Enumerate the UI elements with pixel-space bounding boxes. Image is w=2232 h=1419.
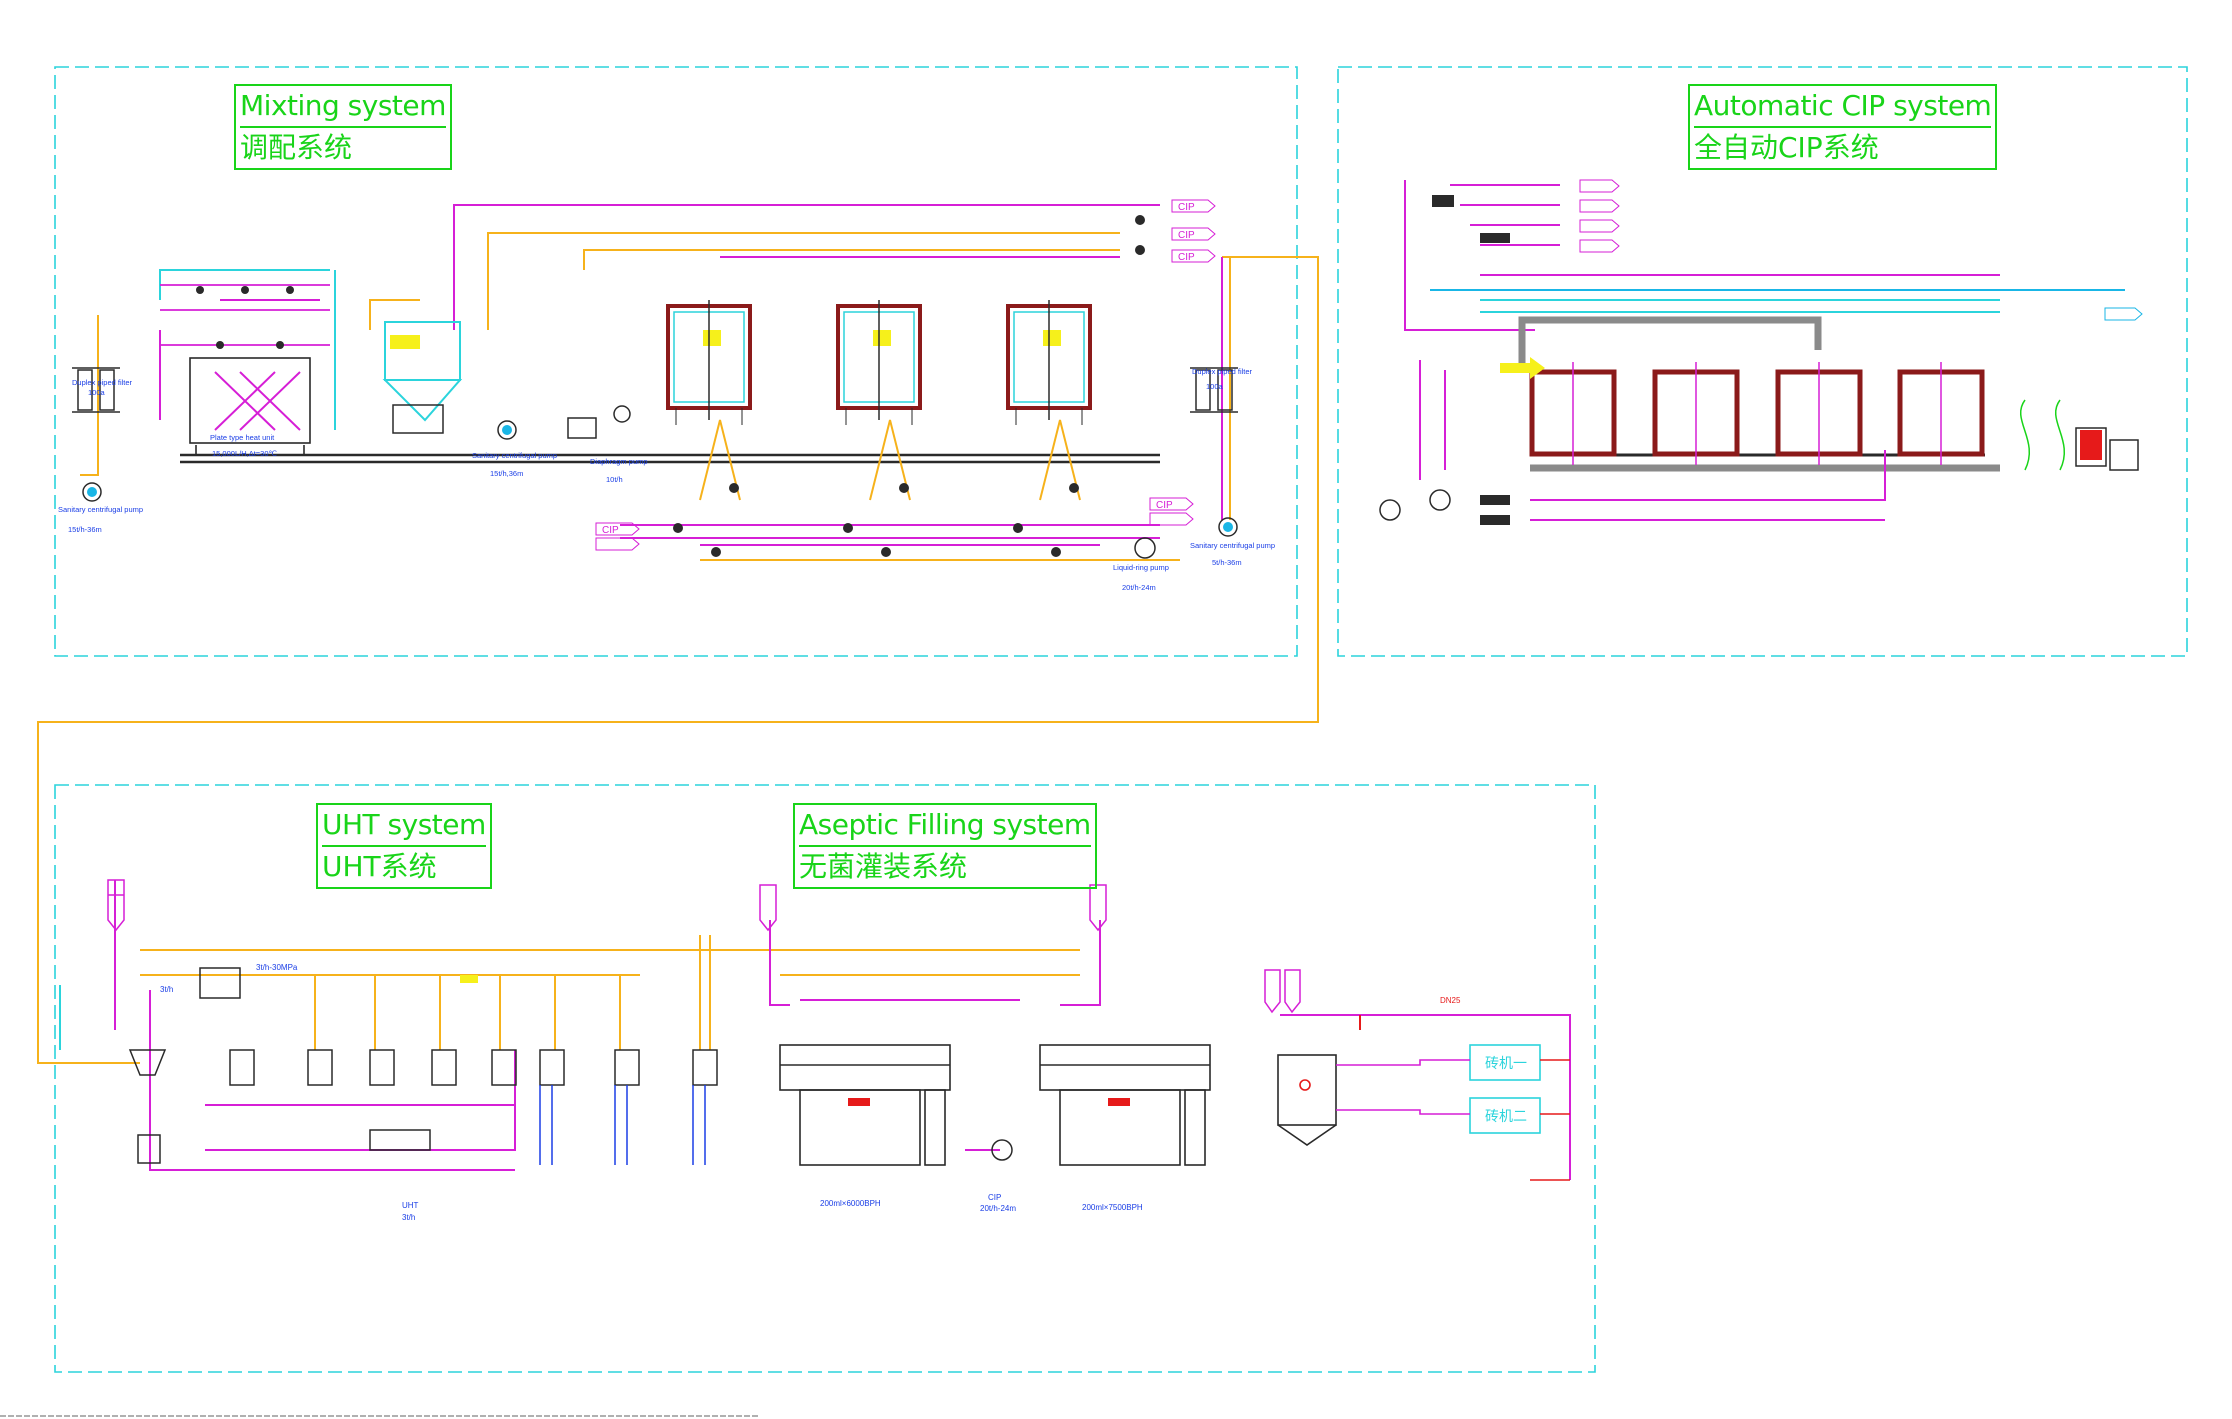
plate-heat-unit-spec: 15,000L/H,Δt=30℃ — [212, 449, 278, 458]
uht-title-en: UHT system — [322, 805, 486, 847]
cip-system — [1379, 179, 2143, 525]
pump-left-spec: 15t/h-36m — [68, 525, 102, 534]
brick-feed-lines — [1336, 1059, 1570, 1181]
pump-middle-spec: 15t/h,36m — [490, 469, 523, 478]
duplex-filter-right-label: Duplex piped filter — [1192, 367, 1253, 376]
diaphragm-pump-label: Diaphragm pump — [590, 457, 648, 466]
dn-tag: DN25 — [1440, 996, 1461, 1005]
uht-cip-arrows — [107, 879, 125, 932]
mixing-frame — [54, 66, 1298, 657]
cip-title-en: Automatic CIP system — [1694, 86, 1992, 128]
heat-unit-valves — [196, 286, 294, 349]
cip-dark-valves — [1432, 195, 1510, 525]
duplex-filter-left-spec: 100a — [88, 388, 106, 397]
cip-side-loops — [2019, 399, 2066, 471]
uht-title-cn: UHT系统 — [322, 850, 437, 883]
filling-cip-pump-spec: 20t/h-24m — [980, 1204, 1016, 1213]
cip-outlet-tags — [1579, 179, 2143, 321]
cip-tags-top: CIP CIP CIP CIP CIP — [595, 199, 1216, 551]
pump-right-label: Sanitary centrifugal pump — [1190, 541, 1275, 550]
cip-return-tag-2: CIP — [602, 525, 619, 536]
cip-tag-2: CIP — [1178, 230, 1195, 241]
uht-system-title: UHT system UHT系统 — [316, 803, 492, 889]
liquid-ring-pump-label: Liquid-ring pump — [1113, 563, 1169, 572]
filler-1-spec: 200ml×6000BPH — [820, 1199, 881, 1208]
diaphragm-pump-spec: 10t/h — [606, 475, 623, 484]
transfer-line — [37, 256, 1319, 1064]
filler-machine-2 — [1039, 1044, 1211, 1166]
filling-cip-pump-icon — [991, 1139, 1013, 1161]
uht-drains — [539, 1085, 706, 1165]
section-frames — [54, 66, 2188, 1373]
filling-title-en: Aseptic Filling system — [799, 805, 1091, 847]
heat-unit-pipes — [160, 284, 330, 346]
filling-cip-arrows — [759, 884, 1301, 1014]
filling-cip-pump-label: CIP — [988, 1193, 1001, 1202]
pump-middle-icon — [497, 420, 517, 440]
mixing-system: CIP CIP CIP CIP CIP Duplex piped filter … — [58, 199, 1275, 592]
cip-system-title: Automatic CIP system 全自动CIP系统 — [1688, 84, 1998, 170]
uht-system: UHT 3t/h 3t/h 3t/h-30MPa — [59, 879, 1080, 1222]
duplex-filter-left-label: Duplex piped filter — [72, 378, 133, 387]
uht-labels: UHT 3t/h 3t/h 3t/h-30MPa — [160, 963, 419, 1222]
cip-tank-2 — [1652, 362, 1740, 465]
mixing-valves — [673, 215, 1145, 557]
duplex-filter-left — [72, 367, 120, 413]
jacketed-tank-2 — [836, 300, 922, 425]
brick-machine-2-label: 砖机二 — [1485, 1109, 1527, 1125]
cip-tank-4 — [1897, 362, 1985, 465]
plate-heat-unit-label: Plate type heat unit — [210, 433, 275, 442]
filler-2-spec: 200ml×7500BPH — [1082, 1203, 1143, 1212]
aseptic-tank — [1277, 1054, 1337, 1146]
cip-tag-1: CIP — [1178, 202, 1195, 213]
jacketed-tank-3 — [1006, 300, 1092, 425]
uht-pressure-spec: 3t/h-30MPa — [256, 963, 298, 972]
plate-heat-exchanger — [189, 357, 311, 455]
uht-heat-sections — [229, 1049, 718, 1086]
pump-middle-label: Sanitary centrifugal pump — [472, 451, 557, 460]
brick-machine-1-label: 砖机一 — [1485, 1056, 1527, 1072]
uht-homogenizer — [128, 967, 431, 1164]
filling-system-title: Aseptic Filling system 无菌灌装系统 — [793, 803, 1097, 889]
cip-frame — [1337, 66, 2188, 657]
pump-right-icon — [1218, 517, 1238, 537]
uht-main-label: UHT — [402, 1201, 419, 1210]
cip-pumps — [1379, 427, 2139, 521]
uht-filling-frame — [54, 784, 1596, 1373]
mixing-title-en: Mixting system — [240, 86, 446, 128]
brick-machine-2: 砖机二 — [1469, 1097, 1541, 1134]
filling-system: 砖机一 砖机二 200ml×6000BPH 200ml×7500BPH CIP … — [759, 884, 1571, 1213]
uht-main-spec: 3t/h — [402, 1213, 415, 1222]
mixing-tank — [382, 321, 463, 434]
mixing-pumps — [82, 405, 1238, 559]
brick-machine-1: 砖机一 — [1469, 1044, 1541, 1081]
duplex-filter-right-spec: 100a — [1206, 382, 1224, 391]
uht-indicator — [460, 975, 478, 983]
cip-feed-arrow — [1500, 357, 1545, 379]
pump-left-icon — [82, 482, 102, 502]
mixing-title-cn: 调配系统 — [240, 131, 353, 164]
uht-flow-spec: 3t/h — [160, 985, 173, 994]
filling-labels: 200ml×6000BPH 200ml×7500BPH CIP 20t/h-24… — [820, 996, 1461, 1213]
pump-left-label: Sanitary centrifugal pump — [58, 505, 143, 514]
diaphragm-pump-icon — [567, 417, 597, 439]
filling-title-cn: 无菌灌装系统 — [799, 850, 968, 883]
cip-tank-1 — [1529, 362, 1617, 465]
liquid-ring-pump-spec: 20t/h-24m — [1122, 583, 1156, 592]
cip-tank-3 — [1775, 362, 1863, 465]
liquid-ring-pump-icon — [1134, 537, 1156, 559]
mixing-labels: Duplex piped filter 100a Sanitary centri… — [58, 367, 1275, 592]
mixing-system-title: Mixting system 调配系统 — [234, 84, 452, 170]
jacketed-tank-1 — [666, 300, 752, 425]
cip-control-cabinet — [2080, 430, 2102, 460]
pump-fills — [87, 425, 1233, 532]
duplex-filter-right — [1190, 367, 1238, 413]
cip-return-tag-1: CIP — [1156, 500, 1173, 511]
filler-machine-1 — [779, 1044, 951, 1166]
cip-title-cn: 全自动CIP系统 — [1694, 131, 1879, 164]
cip-tag-3: CIP — [1178, 252, 1195, 263]
pump-right-spec: 5t/h-36m — [1212, 558, 1242, 567]
